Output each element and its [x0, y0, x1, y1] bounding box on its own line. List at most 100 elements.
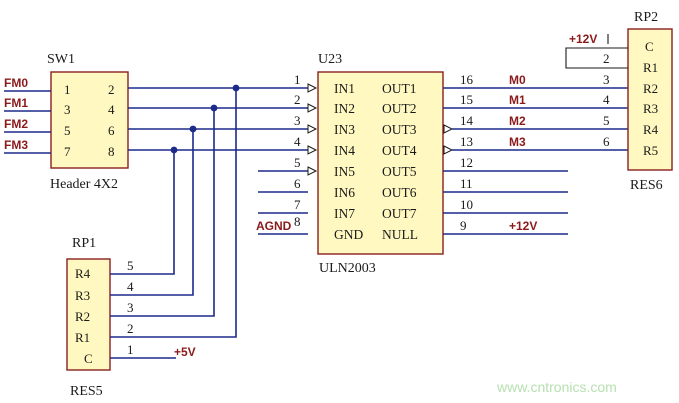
output-arrow-3: [443, 124, 454, 134]
rp1-pin-1: 1: [127, 342, 134, 357]
rp1-r2-wire: [110, 108, 215, 317]
net-label-fm3: FM3: [4, 138, 28, 152]
u23-label-out3: OUT3: [382, 122, 417, 137]
net-label-agnd: AGND: [256, 219, 292, 233]
rp1-label-r3: R3: [75, 288, 90, 303]
u23-label-out5: OUT5: [382, 164, 417, 179]
u23-label-in6: IN6: [334, 185, 355, 200]
rp2-common-loop: [565, 47, 628, 69]
sw1-pin-2: 2: [108, 82, 115, 97]
rp2-pin-2: 2: [603, 51, 610, 66]
u23-body: [317, 71, 444, 255]
watermark-text: www.cntronics.com: [496, 379, 617, 395]
junction-dot-in4: [170, 146, 178, 154]
rp1-pin-3: 3: [127, 300, 134, 315]
net-label-m1: M1: [509, 93, 526, 107]
rp2-pin-5: 5: [603, 113, 610, 128]
rp1-r1-wire: [110, 88, 237, 338]
u23-label-out6: OUT6: [382, 185, 417, 200]
rp2-type-label: RES6: [630, 178, 663, 193]
sw1-type-label: Header 4X2: [50, 177, 118, 192]
u23-label-out1: OUT1: [382, 81, 417, 96]
sw1-body: [50, 71, 129, 169]
rp1-component: RP1 R4 R3 R2 R1 C 5 4 3 2 1 RES5: [66, 236, 134, 399]
u23-label-in2: IN2: [334, 101, 355, 116]
u23-input-arrows: [307, 83, 318, 176]
net-label-fm2: FM2: [4, 117, 28, 131]
input-arrow-5: [307, 166, 318, 176]
input-arrow-4: [307, 145, 318, 155]
u23-label-out7: OUT7: [382, 206, 417, 221]
rp2-supply-wires: +12V: [565, 32, 628, 69]
u23-output-pin-numbers: 16 15 14 13 12 11 10 9: [460, 72, 474, 233]
u23-label-gnd: GND: [334, 227, 363, 242]
u23-label-out2: OUT2: [382, 101, 417, 116]
rp1-label-c: C: [84, 351, 93, 366]
rp2-label-r4: R4: [643, 122, 659, 137]
input-arrow-3: [307, 124, 318, 134]
net-label-12v-null: +12V: [509, 219, 537, 233]
rp1-pin-4: 4: [127, 279, 134, 294]
u23-pin-num-16: 16: [460, 72, 474, 87]
rp2-label-c: C: [645, 39, 654, 54]
u23-pin-num-11: 11: [460, 176, 473, 191]
u23-label-in5: IN5: [334, 164, 355, 179]
u23-output-labels: OUT1 OUT2 OUT3 OUT4 OUT5 OUT6 OUT7 NULL: [382, 81, 418, 242]
rp2-label-r2: R2: [643, 81, 658, 96]
u23-label-in3: IN3: [334, 122, 355, 137]
u23-label-in1: IN1: [334, 81, 355, 96]
input-arrow-2: [307, 103, 318, 113]
rp2-component: RP2 C R1 R2 R3 R4 R5 2 3 4 5 6 RES6: [603, 10, 673, 193]
u23-label-in4: IN4: [334, 143, 355, 158]
u23-pin-num-15: 15: [460, 92, 473, 107]
net-label-m2: M2: [509, 114, 526, 128]
sw1-ref-label: SW1: [47, 52, 75, 67]
net-label-5v: +5V: [174, 345, 196, 359]
u23-component: U23 1 2 3 4 5 6 7 8 IN1 IN2 IN3 IN4 IN5: [294, 52, 474, 276]
u23-pin-num-14: 14: [460, 113, 474, 128]
sw1-pin-4: 4: [108, 102, 115, 117]
sw1-pin-1: 1: [64, 82, 71, 97]
rp2-body: [627, 28, 673, 171]
u23-output-wires: [443, 87, 628, 235]
net-label-m3: M3: [509, 135, 526, 149]
junction-dot-in2: [210, 104, 218, 112]
u23-pin-num-3: 3: [294, 113, 301, 128]
u23-pin-num-1: 1: [294, 72, 301, 87]
u23-label-in7: IN7: [334, 206, 355, 221]
rp1-r3-wire: [110, 129, 194, 296]
sw1-pin-8: 8: [108, 144, 115, 159]
rp1-r4-wire: [110, 150, 175, 275]
u23-label-null: NULL: [382, 227, 418, 242]
u23-output-arrows: [443, 124, 454, 155]
u23-pin-num-2: 2: [294, 92, 301, 107]
u23-ref-label: U23: [318, 52, 342, 67]
rp2-label-r1: R1: [643, 60, 658, 75]
rp1-body: [66, 258, 111, 371]
rp2-pin-6: 6: [603, 134, 610, 149]
input-arrow-1: [307, 83, 318, 93]
u23-pin-num-6: 6: [294, 176, 301, 191]
sw1-component: SW1 1 3 5 7 2 4 6 8 Header 4X2: [47, 52, 129, 192]
rp1-pin-5: 5: [127, 258, 134, 273]
u23-pin-num-13: 13: [460, 134, 473, 149]
net-label-fm1: FM1: [4, 96, 28, 110]
u23-pin-num-10: 10: [460, 197, 473, 212]
sw1-to-u23-wires: [128, 87, 308, 235]
fm-nets: FM0 FM1 FM2 FM3: [4, 76, 51, 154]
u23-pin-num-9: 9: [460, 218, 467, 233]
rp1-pullup-wires: +5V: [110, 84, 240, 359]
rp1-label-r2: R2: [75, 309, 90, 324]
output-arrow-4: [443, 145, 454, 155]
u23-pin-num-7: 7: [294, 197, 301, 212]
rp1-pin-2: 2: [127, 321, 134, 336]
u23-label-out4: OUT4: [382, 143, 417, 158]
rp1-label-r1: R1: [75, 330, 90, 345]
sw1-pin-7: 7: [64, 144, 71, 159]
u23-input-pin-numbers: 1 2 3 4 5 6 7 8: [294, 72, 301, 229]
sw1-pin-3: 3: [64, 102, 71, 117]
net-label-fm0: FM0: [4, 76, 28, 90]
rp2-label-r5: R5: [643, 143, 658, 158]
junction-dot-in3: [189, 125, 197, 133]
